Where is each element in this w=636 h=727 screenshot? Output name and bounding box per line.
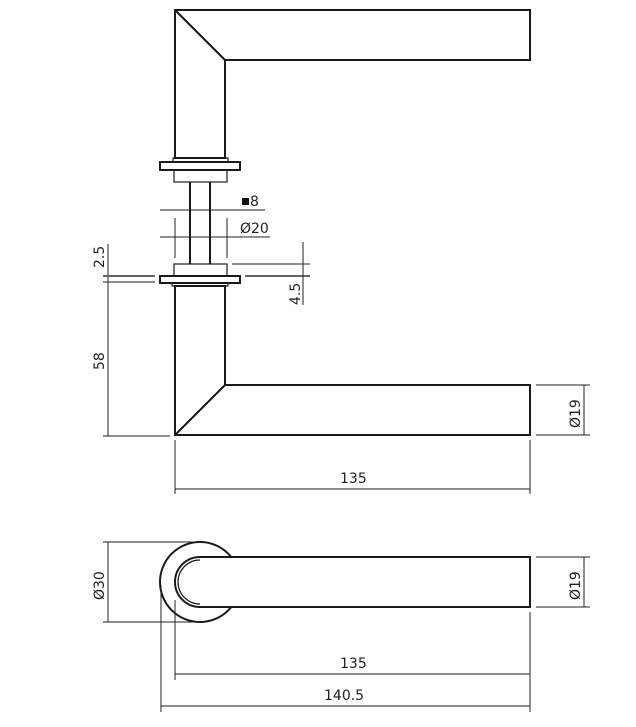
dim-spindle-square: 8 bbox=[160, 194, 265, 211]
dim-handle-length-front: 135 bbox=[174, 440, 531, 494]
dim-handle-length-front-label: 135 bbox=[340, 471, 367, 487]
dim-overall-length-label: 140.5 bbox=[324, 688, 364, 704]
dim-handle-height: 58 bbox=[92, 285, 170, 437]
dim-handle-diameter-top: Ø19 bbox=[536, 556, 590, 608]
dim-spindle-diameter-label: Ø20 bbox=[240, 221, 269, 237]
upper-rosette bbox=[159, 157, 241, 183]
dim-rosette-height: 4.5 bbox=[232, 242, 310, 305]
dim-spindle-diameter: Ø20 bbox=[160, 221, 270, 238]
lower-handle bbox=[174, 285, 531, 436]
dim-handle-length-top: 135 bbox=[174, 600, 531, 712]
dim-handle-diameter-front: Ø19 bbox=[536, 384, 590, 436]
dim-spindle-square-label: 8 bbox=[250, 194, 259, 210]
dim-overall-length: 140.5 bbox=[160, 585, 530, 712]
dim-rosette-diameter-label: Ø30 bbox=[92, 571, 108, 600]
dim-rosette-thickness-label: 2.5 bbox=[92, 246, 108, 268]
lower-rosette bbox=[159, 263, 241, 287]
dim-rosette-thickness: 2.5 bbox=[92, 244, 155, 285]
dim-rosette-diameter: Ø30 bbox=[92, 541, 200, 623]
dim-rosette-height-label: 4.5 bbox=[288, 283, 304, 305]
dim-handle-length-top-label: 135 bbox=[340, 656, 367, 672]
dim-handle-diameter-front-label: Ø19 bbox=[568, 399, 584, 428]
spindle bbox=[174, 182, 228, 264]
upper-handle bbox=[174, 9, 531, 159]
top-view-handle bbox=[174, 556, 531, 608]
dim-handle-diameter-top-label: Ø19 bbox=[568, 571, 584, 600]
dim-handle-height-label: 58 bbox=[92, 352, 108, 370]
